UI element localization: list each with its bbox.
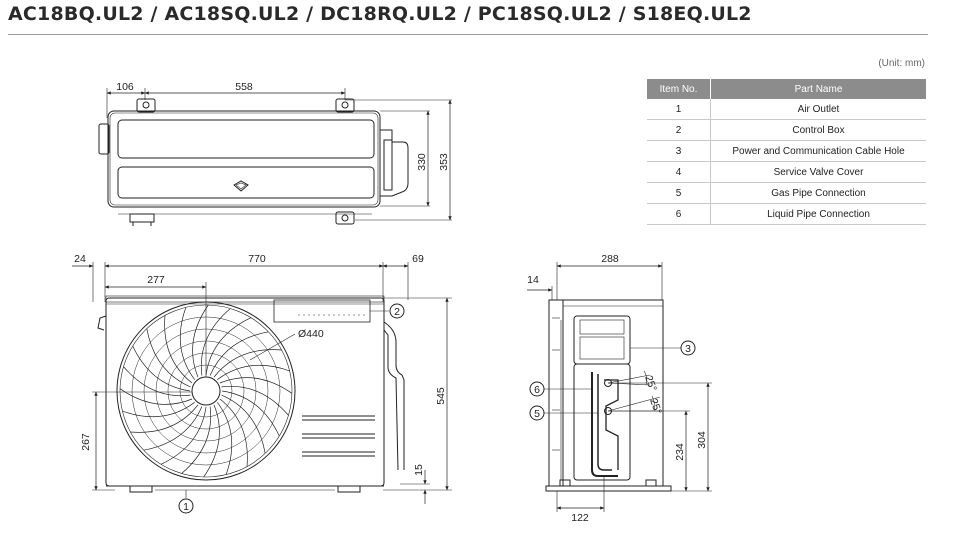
fan-blade [203,404,220,478]
fan-blade [217,364,290,380]
title-divider [8,34,928,35]
fan-blade [200,308,231,376]
part-name: Service Valve Cover [710,161,926,183]
fan-blade [122,402,195,418]
top-view: 106 558 330 353 [98,81,452,226]
dim-267: 267 [80,433,92,451]
callout-3: 3 [685,343,691,355]
dim-69: 69 [412,253,424,265]
fan-blade [143,406,203,451]
dim-545: 545 [435,387,447,405]
fan-blade [221,394,266,454]
fan-blade [209,331,269,376]
dim-353: 353 [438,153,450,171]
unit-label: (Unit: mm) [878,58,925,69]
dim-106: 106 [116,81,134,93]
callout-1: 1 [183,501,189,513]
item-no: 2 [647,119,711,141]
fan-blade [146,328,191,388]
fan-blade [219,377,293,394]
fan-blade [123,366,191,397]
fan-blade [213,349,282,378]
dim-122: 122 [571,512,589,524]
item-no: 4 [647,161,711,183]
part-name: Liquid Pipe Connection [710,203,926,225]
fan-blade [164,315,193,384]
fan-blade [179,307,195,380]
side-view: 25° 25° 3 6 5 288 14 304 234 122 [527,253,712,524]
fan-blade [160,406,207,465]
part-name: Power and Communication Cable Hole [710,140,926,162]
table-header-row: Item No. Part Name [647,79,926,99]
fan-blade [119,388,193,405]
callout-2: 2 [394,306,400,318]
fan-blade [130,404,199,433]
dim-fan-diameter: Ø440 [298,328,324,340]
fan-blade [219,398,248,467]
dim-15: 15 [413,464,425,476]
dim-24: 24 [74,253,86,265]
dim-288: 288 [601,253,619,265]
dim-770: 770 [248,253,266,265]
part-name: Air Outlet [710,99,926,120]
fan-blade [221,385,289,416]
angle-upper: 25° [642,374,659,393]
page-title: AC18BQ.UL2 / AC18SQ.UL2 / DC18RQ.UL2 / P… [8,3,752,25]
fan-blade [192,304,209,378]
fan-blade [205,317,252,376]
column-header-part-name: Part Name [710,79,926,99]
dim-304: 304 [696,431,708,449]
part-name: Control Box [710,119,926,141]
callout-5: 5 [534,408,540,420]
item-no: 6 [647,203,711,225]
angle-lower: 25° [647,397,664,416]
dim-14: 14 [527,274,539,286]
dim-277: 277 [147,274,165,286]
fan-blade [181,406,212,474]
column-header-item-no: Item No. [647,79,711,99]
item-no: 5 [647,182,711,204]
dim-558: 558 [235,81,253,93]
item-no: 1 [647,99,711,120]
fan-blade [217,402,233,475]
part-name: Gas Pipe Connection [710,182,926,204]
item-no: 3 [647,140,711,162]
dim-330: 330 [416,153,428,171]
front-view: Ø440 2 1 24 770 69 277 545 267 15 [72,253,452,514]
callout-6: 6 [534,384,540,396]
fan-blade [221,390,280,437]
fan-blade [132,345,191,392]
dim-234: 234 [674,443,686,461]
